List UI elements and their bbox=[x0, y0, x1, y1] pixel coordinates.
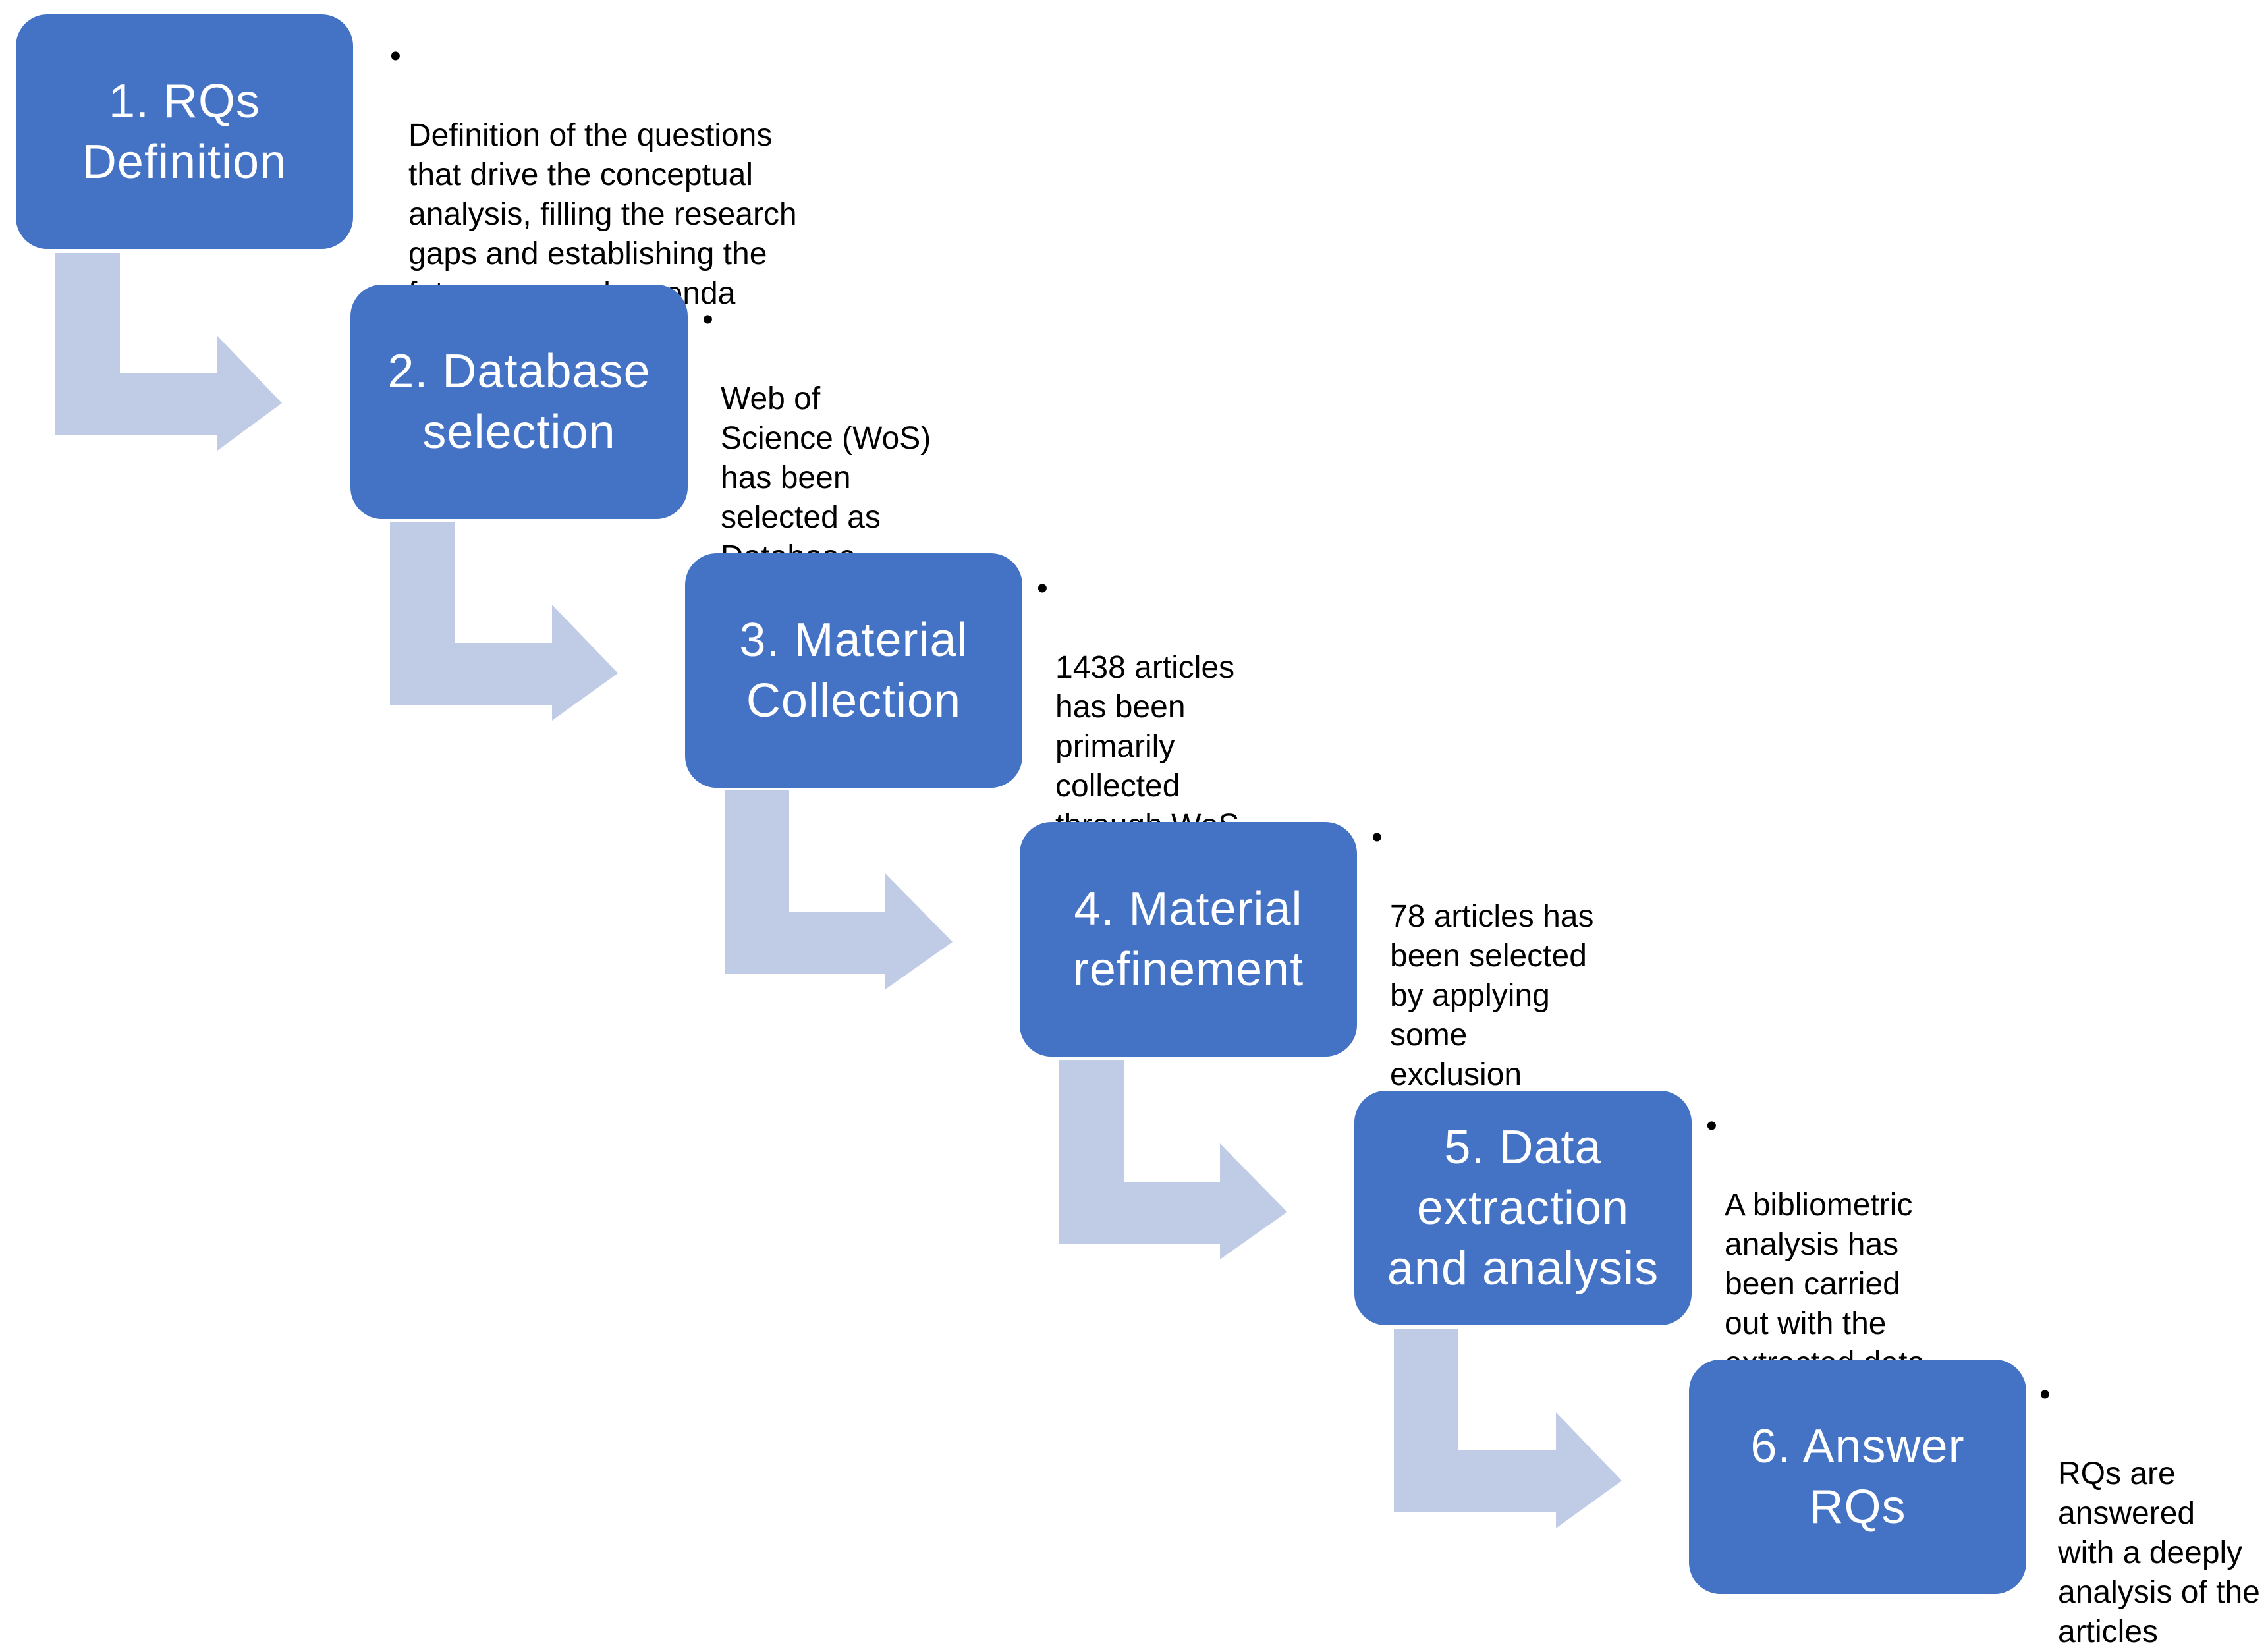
step-2-box: 2. Database selection bbox=[350, 285, 688, 519]
bullet-icon: • bbox=[390, 39, 401, 74]
bullet-icon: • bbox=[2039, 1377, 2051, 1412]
bent-arrow-1-to-2 bbox=[55, 253, 282, 451]
bent-arrow-5-to-6 bbox=[1394, 1329, 1622, 1528]
step-4-description: • 78 articles has been selected by apply… bbox=[1371, 818, 1594, 1134]
step-5-title: 5. Data extraction and analysis bbox=[1387, 1121, 1659, 1295]
step-3-description-text: 1438 articles has been primarily collect… bbox=[1055, 650, 1239, 843]
step-1-box: 1. RQs Definition bbox=[16, 14, 353, 249]
process-flow-diagram: 1. RQs Definition • Definition of the qu… bbox=[16, 14, 2260, 1649]
bent-arrow-2-to-3 bbox=[390, 522, 618, 721]
step-1-bullet: • Definition of the questions that drive… bbox=[390, 37, 797, 314]
step-5-bullet: • A bibliometric analysis has been carri… bbox=[1706, 1107, 1925, 1383]
step-5-box: 5. Data extraction and analysis bbox=[1354, 1091, 1692, 1325]
step-6-description: • RQs are answered with a deeply analysi… bbox=[2039, 1375, 2260, 1652]
bent-arrow-4-to-5 bbox=[1059, 1060, 1287, 1259]
step-5-description: • A bibliometric analysis has been carri… bbox=[1706, 1107, 1925, 1383]
step-1-title: 1. RQs Definition bbox=[82, 75, 287, 188]
step-6-box: 6. Answer RQs bbox=[1689, 1360, 2026, 1594]
step-3-box: 3. Material Collection bbox=[685, 553, 1022, 788]
step-4-box: 4. Material refinement bbox=[1020, 822, 1357, 1057]
step-1-description: • Definition of the questions that drive… bbox=[390, 37, 797, 314]
step-3-description: • 1438 articles has been primarily colle… bbox=[1037, 569, 1239, 846]
step-2-description-text: Web of Science (WoS) has been selected a… bbox=[721, 381, 931, 574]
step-2-title: 2. Database selection bbox=[387, 345, 651, 458]
step-3-title: 3. Material Collection bbox=[739, 614, 968, 727]
step-6-title: 6. Answer RQs bbox=[1750, 1420, 1965, 1533]
bullet-icon: • bbox=[702, 302, 713, 337]
step-6-bullet: • RQs are answered with a deeply analysi… bbox=[2039, 1375, 2260, 1652]
bent-arrow-3-to-4 bbox=[725, 790, 953, 989]
step-4-bullet: • 78 articles has been selected by apply… bbox=[1371, 818, 1594, 1134]
step-2-bullet: • Web of Science (WoS) has been selected… bbox=[702, 300, 931, 577]
step-4-description-text: 78 articles has been selected by applyin… bbox=[1390, 899, 1594, 1132]
step-3-bullet: • 1438 articles has been primarily colle… bbox=[1037, 569, 1239, 846]
step-2-description: • Web of Science (WoS) has been selected… bbox=[702, 300, 931, 577]
step-4-title: 4. Material refinement bbox=[1072, 883, 1304, 996]
bullet-icon: • bbox=[1037, 571, 1048, 606]
bullet-icon: • bbox=[1706, 1109, 1717, 1143]
step-6-description-text: RQs are answered with a deeply analysis … bbox=[2058, 1456, 2260, 1649]
step-5-description-text: A bibliometric analysis has been carried… bbox=[1725, 1188, 1925, 1381]
bullet-icon: • bbox=[1371, 820, 1383, 855]
step-1-description-text: Definition of the questions that drive t… bbox=[408, 118, 797, 311]
